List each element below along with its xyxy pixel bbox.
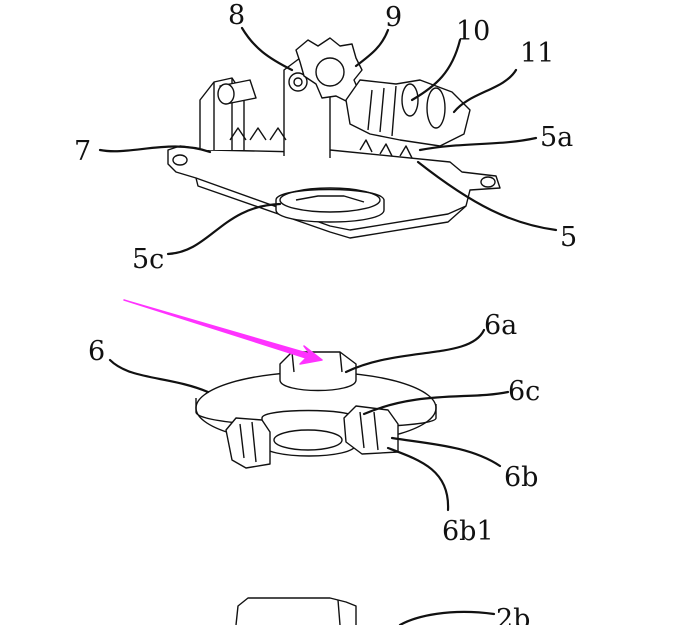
label-8: 8 (228, 0, 245, 31)
upper-assembly (167, 37, 501, 239)
label-9: 9 (385, 2, 402, 33)
pointer-arrow (123, 299, 323, 365)
label-6b1: 6b1 (442, 516, 494, 547)
labels: 8 9 10 11 7 5a 5 5c 6 6a 6c 6b 6b1 2b (74, 0, 577, 625)
bottom-part (235, 597, 496, 625)
label-5c: 5c (132, 244, 164, 275)
label-5a: 5a (540, 122, 573, 153)
label-11: 11 (520, 38, 554, 69)
upper-leader-lines (98, 26, 558, 256)
label-6b: 6b (504, 462, 538, 493)
label-2b: 2b (496, 604, 530, 625)
label-10: 10 (456, 16, 490, 47)
middle-leader-lines (108, 328, 510, 512)
label-6c: 6c (508, 376, 540, 407)
label-6: 6 (88, 336, 105, 367)
label-5: 5 (560, 222, 577, 253)
part-6 (195, 351, 437, 469)
label-7: 7 (74, 136, 91, 167)
label-6a: 6a (484, 310, 517, 341)
